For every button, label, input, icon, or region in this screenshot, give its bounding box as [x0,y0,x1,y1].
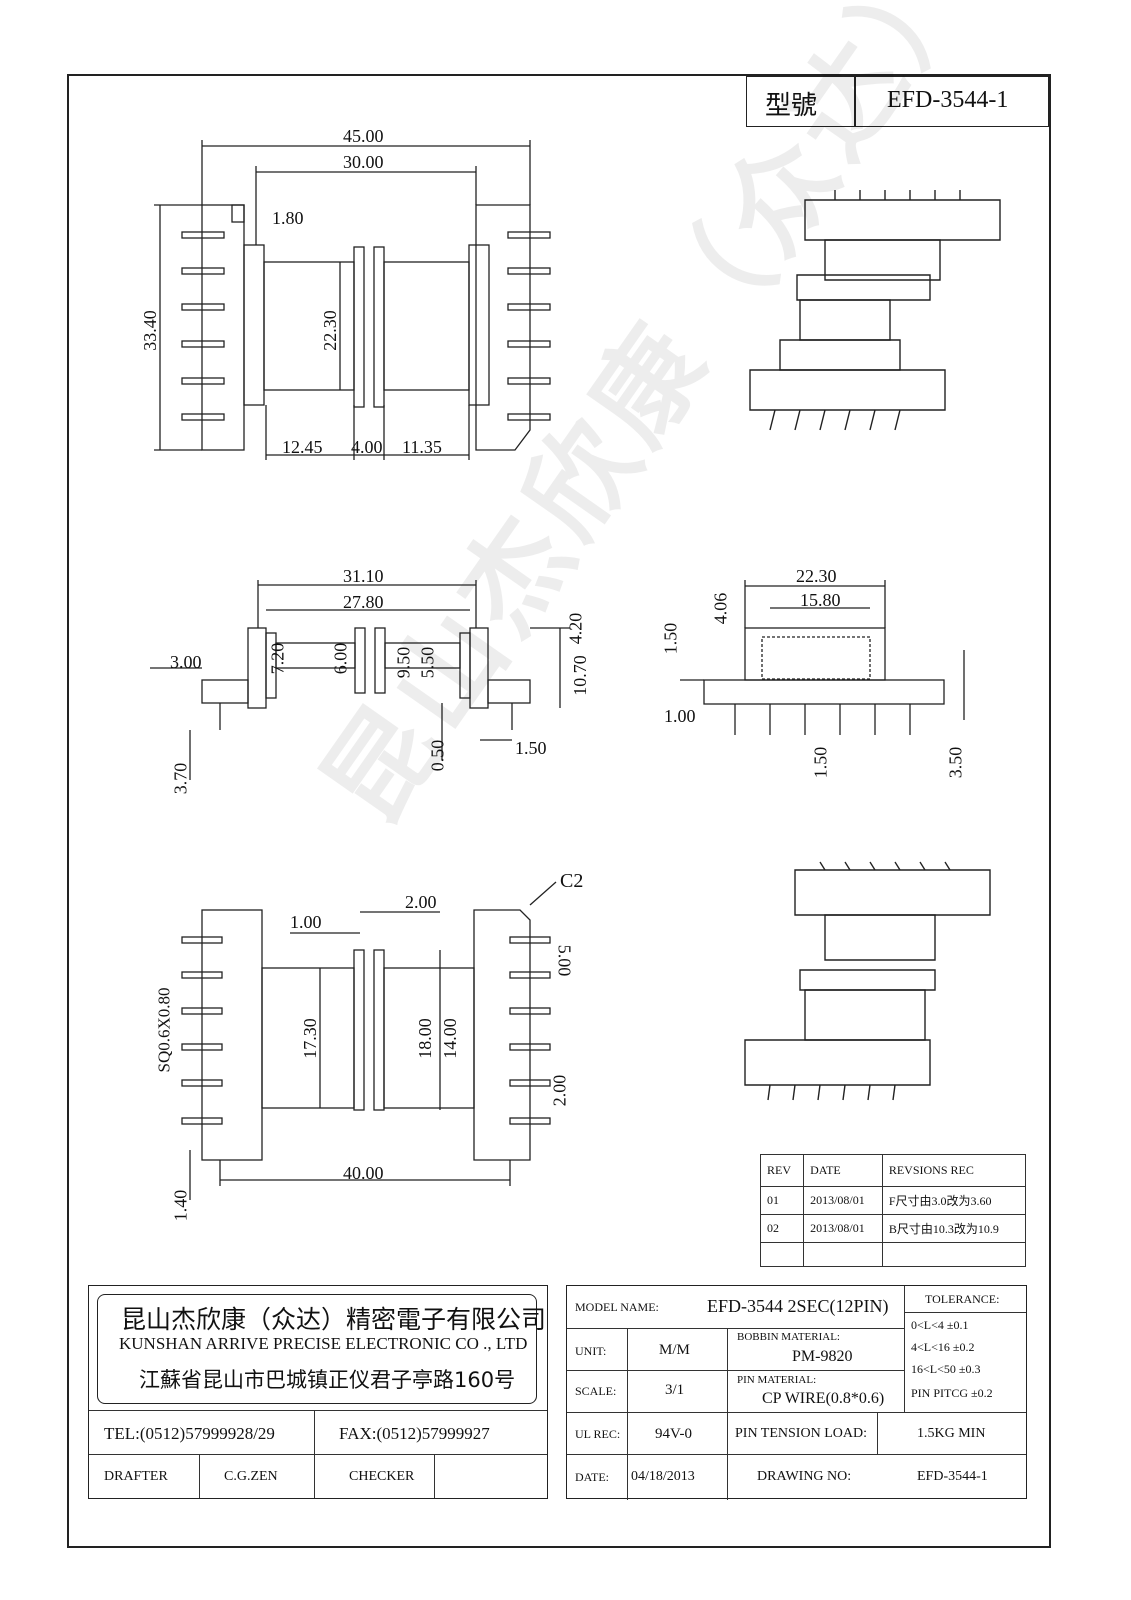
pin-material-value: CP WIRE(0.8*0.6) [762,1390,885,1407]
rev-cell [881,1242,1027,1267]
company-tel: TEL:(0512)57999928/29 [104,1424,275,1443]
rev-cell: 2013/08/01 [803,1214,883,1243]
rev-cell [803,1242,883,1267]
date-value: 04/18/2013 [631,1469,695,1484]
pin-tension-label: PIN TENSION LOAD: [735,1426,867,1441]
drafter-value: C.G.ZEN [224,1469,278,1484]
dim-label: 4.00 [351,437,383,457]
company-name-cn: 昆山杰欣康（众达）精密電子有限公司 [121,1305,547,1334]
checker-label: CHECKER [349,1469,415,1484]
company-address: 江蘇省昆山市巴城镇正仪君子亭路160号 [139,1368,516,1392]
dim-label: 17.30 [299,1018,320,1059]
tolerance-row: 0<L<4 ±0.1 [911,1318,969,1332]
dim-label: 2.00 [549,1074,570,1107]
scale-label: SCALE: [575,1384,617,1398]
company-name-en: KUNSHAN ARRIVE PRECISE ELECTRONIC CO ., … [119,1334,528,1353]
dim-label: 15.80 [800,590,841,610]
dim-label: 5.50 [417,646,438,679]
rev-cell: B尺寸由10.3改为10.9 [881,1214,1027,1243]
model-label: 型號 [765,91,818,121]
dim-label: 1.00 [664,706,696,726]
dim-label: 5.00 [554,944,575,977]
dim-label: 22.30 [319,310,340,351]
dim-label: 10.70 [569,655,590,696]
ul-label: UL REC: [575,1427,621,1441]
dim-label: 4.20 [565,612,586,645]
rev-cell: 02 [759,1214,805,1243]
rev-header: REV [759,1154,805,1187]
tolerance-row: 4<L<16 ±0.2 [911,1340,975,1354]
dim-label: 2.00 [405,892,437,912]
rev-cell: 01 [759,1186,805,1215]
tolerance-title: TOLERANCE: [925,1292,1000,1306]
unit-value: M/M [659,1342,690,1358]
dim-label: 3.70 [170,762,191,795]
dim-label: 1.80 [272,208,304,228]
dim-label: 4.06 [710,592,731,625]
model-value: EFD-3544-1 [887,87,1009,113]
bobbin-label: BOBBIN MATERIAL: [737,1331,840,1343]
scale-value: 3/1 [665,1382,685,1398]
drawing-no-value: EFD-3544-1 [917,1469,988,1484]
rev-cell [759,1242,805,1267]
dim-label: 9.50 [393,646,414,679]
dim-label: 11.35 [402,437,442,457]
dim-label: 1.50 [810,746,831,779]
rev-header: REVSIONS REC [881,1154,1027,1187]
date-label: DATE: [575,1470,609,1484]
dim-label: 0.50 [427,739,448,772]
dim-label: 1.40 [170,1189,191,1222]
dim-label: SQ0.6X0.80 [154,987,174,1073]
model-name-value: EFD-3544 2SEC(12PIN) [707,1296,889,1316]
dim-label: 30.00 [343,152,384,172]
drawing-frame [67,74,1051,1548]
dim-label: 22.30 [796,566,837,586]
rev-header: DATE [803,1154,883,1187]
dim-label: 40.00 [343,1163,384,1183]
dim-label: 3.00 [170,652,202,672]
dim-label: 45.00 [343,126,384,146]
rev-cell: 2013/08/01 [803,1186,883,1215]
dim-label: 3.50 [945,746,966,779]
dim-label: 1.00 [290,912,322,932]
dim-label: 18.00 [414,1018,435,1059]
pin-material-label: PIN MATERIAL: [737,1374,817,1386]
technical-drawing [150,140,1001,1200]
dim-label: 31.10 [343,566,384,586]
tolerance-row: PIN PITCG ±0.2 [911,1386,993,1400]
dim-label: 12.45 [282,437,323,457]
company-fax: FAX:(0512)57999927 [339,1424,490,1443]
model-name-label: MODEL NAME: [575,1300,659,1314]
drawing-no-label: DRAWING NO: [757,1469,852,1484]
dim-label: 6.00 [330,642,351,675]
ul-value: 94V-0 [655,1426,692,1442]
bobbin-value: PM-9820 [792,1348,853,1365]
unit-label: UNIT: [575,1344,607,1358]
tolerance-row: 16<L<50 ±0.3 [911,1362,981,1376]
dim-label: 33.40 [139,310,160,351]
dim-label: 7.20 [267,642,288,675]
rev-cell: F尺寸由3.0改为3.60 [881,1186,1027,1215]
dim-label: 1.50 [660,622,681,655]
dim-label: C2 [560,870,584,892]
revision-table: REV DATE REVSIONS REC 01 2013/08/01 F尺寸由… [759,1154,1027,1267]
dim-label: 14.00 [439,1018,460,1059]
dim-label: 1.50 [515,738,547,758]
dim-label: 27.80 [343,592,384,612]
spec-block: MODEL NAME: EFD-3544 2SEC(12PIN) UNIT: M… [566,1285,1027,1500]
company-block: 昆山杰欣康（众达）精密電子有限公司 KUNSHAN ARRIVE PRECISE… [88,1285,548,1499]
model-title-box: 型號 EFD-3544-1 [746,76,1049,127]
pin-tension-value: 1.5KG MIN [917,1426,986,1441]
drafter-label: DRAFTER [104,1469,168,1484]
